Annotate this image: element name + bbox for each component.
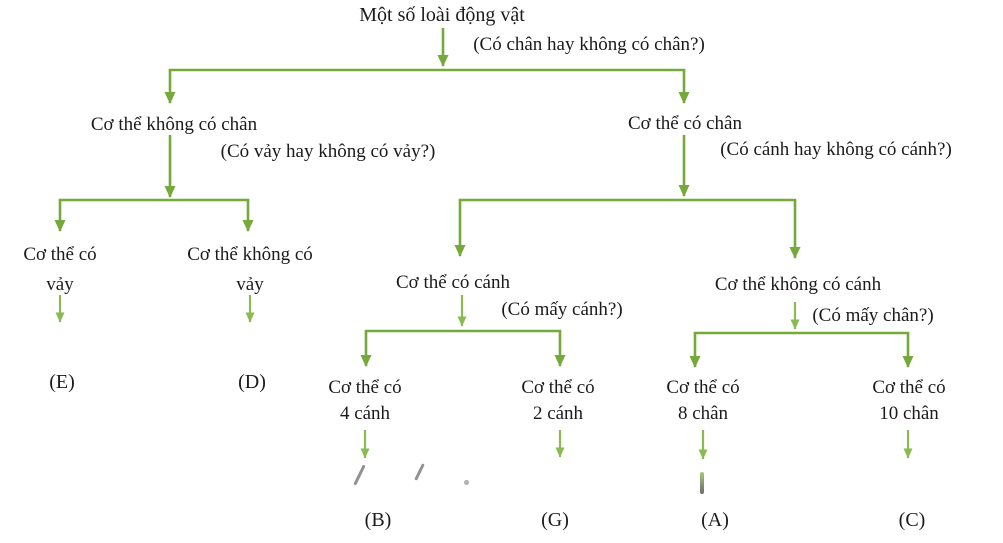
node-wings-question: (Có mấy cánh?) [501, 299, 623, 320]
node-four-wings-line2: 4 cánh [339, 403, 391, 424]
node-legs-label: Cơ thể có chân [628, 113, 742, 134]
root-question: (Có chân hay không có chân?) [473, 34, 705, 55]
node-eight-legs-line1: Cơ thể có [666, 377, 740, 398]
node-no-scales-line2: vảy [236, 274, 264, 295]
result-A: (A) [701, 509, 729, 531]
artifact-mark [464, 480, 469, 485]
node-no-legs-question: (Có vảy hay không có vảy?) [220, 141, 436, 162]
node-wings-label: Cơ thể có cánh [396, 272, 510, 293]
node-four-wings-line1: Cơ thể có [328, 377, 402, 398]
node-scales-line2: vảy [46, 274, 74, 295]
node-eight-legs: Cơ thể có 8 chân [666, 375, 739, 427]
node-two-wings: Cơ thể có 2 cánh [521, 375, 594, 427]
artifact-mark [700, 472, 704, 494]
node-two-wings-line2: 2 cánh [532, 403, 584, 424]
node-no-legs-label: Cơ thể không có chân [90, 114, 258, 135]
node-eight-legs-line2: 8 chân [677, 403, 729, 424]
node-scales: Cơ thể có vảy [23, 240, 96, 300]
root-label: Một số loài động vật [359, 4, 525, 26]
result-B: (B) [364, 509, 392, 531]
result-D: (D) [238, 371, 266, 393]
node-no-scales-line1: Cơ thể không có [187, 244, 313, 265]
node-no-scales: Cơ thể không có vảy [187, 240, 313, 300]
node-two-wings-line1: Cơ thể có [521, 377, 595, 398]
node-ten-legs: Cơ thể có 10 chân [872, 375, 945, 427]
node-no-wings-question: (Có mấy chân?) [812, 305, 934, 326]
node-ten-legs-line1: Cơ thể có [872, 377, 946, 398]
node-ten-legs-line2: 10 chân [879, 403, 939, 424]
node-scales-line1: Cơ thể có [23, 244, 97, 265]
node-legs-question: (Có cánh hay không có cánh?) [720, 139, 952, 160]
result-G: (G) [541, 509, 569, 531]
result-E: (E) [49, 371, 75, 393]
node-four-wings: Cơ thể có 4 cánh [328, 375, 401, 427]
node-no-wings-label: Cơ thể không có cánh [714, 274, 882, 295]
result-C: (C) [898, 509, 926, 531]
